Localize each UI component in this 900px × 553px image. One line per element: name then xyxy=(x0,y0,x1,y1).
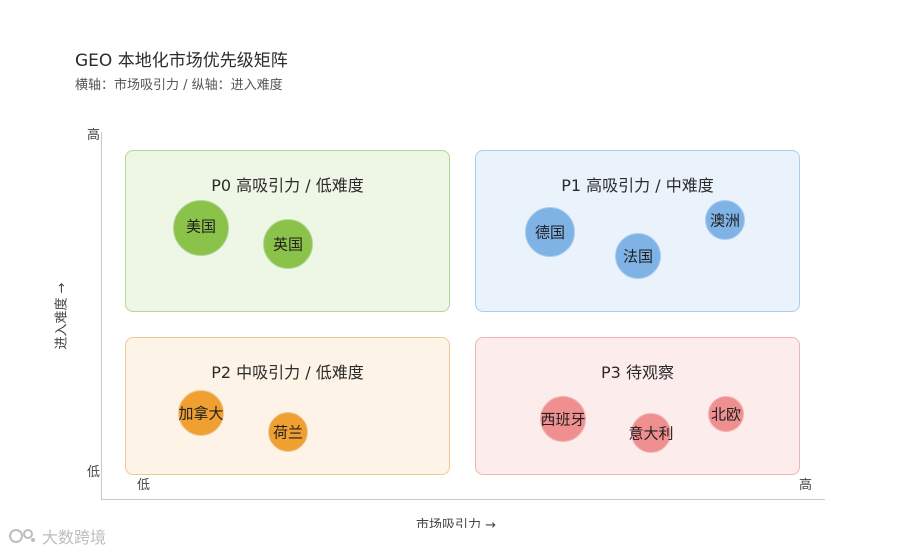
quadrant-p2-label: P2 中吸引力 / 低难度 xyxy=(211,363,364,382)
market-label-italy: 意大利 xyxy=(628,424,674,443)
market-bubble-canada xyxy=(178,390,224,436)
quadrant-p0: P0 高吸引力 / 低难度 美国 英国 xyxy=(125,150,450,312)
x-axis-line xyxy=(101,499,825,500)
market-bubble-germany xyxy=(525,207,575,257)
quadrant-p1: P1 高吸引力 / 中难度 德国 法国 澳洲 xyxy=(475,150,800,312)
chart-title: GEO 本地化市场优先级矩阵 xyxy=(75,51,288,71)
market-bubble-spain xyxy=(540,396,586,442)
market-label-canada: 加拿大 xyxy=(178,404,224,423)
market-label-nordics: 北欧 xyxy=(710,405,742,424)
quadrant-p0-label: P0 高吸引力 / 低难度 xyxy=(211,176,364,195)
x-axis-high-label: 高 xyxy=(799,478,813,493)
y-axis-title: 进入难度 → xyxy=(54,282,70,350)
x-axis-low-label: 低 xyxy=(137,478,151,493)
quadrant-p3-label: P3 待观察 xyxy=(601,363,674,382)
market-bubble-australia xyxy=(705,200,745,240)
market-bubble-uk xyxy=(263,219,313,269)
market-label-uk: 英国 xyxy=(272,235,304,254)
quadrant-p1-label: P1 高吸引力 / 中难度 xyxy=(561,176,714,195)
market-label-netherlands: 荷兰 xyxy=(272,423,304,442)
x-axis-title: 市场吸引力 → xyxy=(416,518,497,528)
chart-subtitle: 横轴：市场吸引力 / 纵轴：进入难度 xyxy=(75,78,283,93)
market-bubble-usa xyxy=(173,200,229,256)
market-bubble-france xyxy=(615,233,661,279)
market-bubble-nordics xyxy=(708,396,744,432)
market-label-france: 法国 xyxy=(622,247,654,266)
market-label-germany: 德国 xyxy=(534,223,566,242)
y-axis-high-label: 高 xyxy=(87,128,101,143)
market-bubble-netherlands xyxy=(268,412,308,452)
y-axis-line xyxy=(101,132,102,500)
market-label-spain: 西班牙 xyxy=(540,410,586,429)
market-bubble-italy xyxy=(631,413,671,453)
market-label-usa: 美国 xyxy=(185,217,217,236)
watermark: 大数跨境 xyxy=(8,524,106,548)
watermark-text: 大数跨境 xyxy=(42,528,107,547)
watermark-logo-icon xyxy=(9,529,35,543)
quadrant-p3: P3 待观察 西班牙 意大利 北欧 xyxy=(475,337,800,475)
y-axis-low-label: 低 xyxy=(87,465,101,480)
market-label-australia: 澳洲 xyxy=(709,211,741,230)
quadrant-p2: P2 中吸引力 / 低难度 加拿大 荷兰 xyxy=(125,337,450,475)
